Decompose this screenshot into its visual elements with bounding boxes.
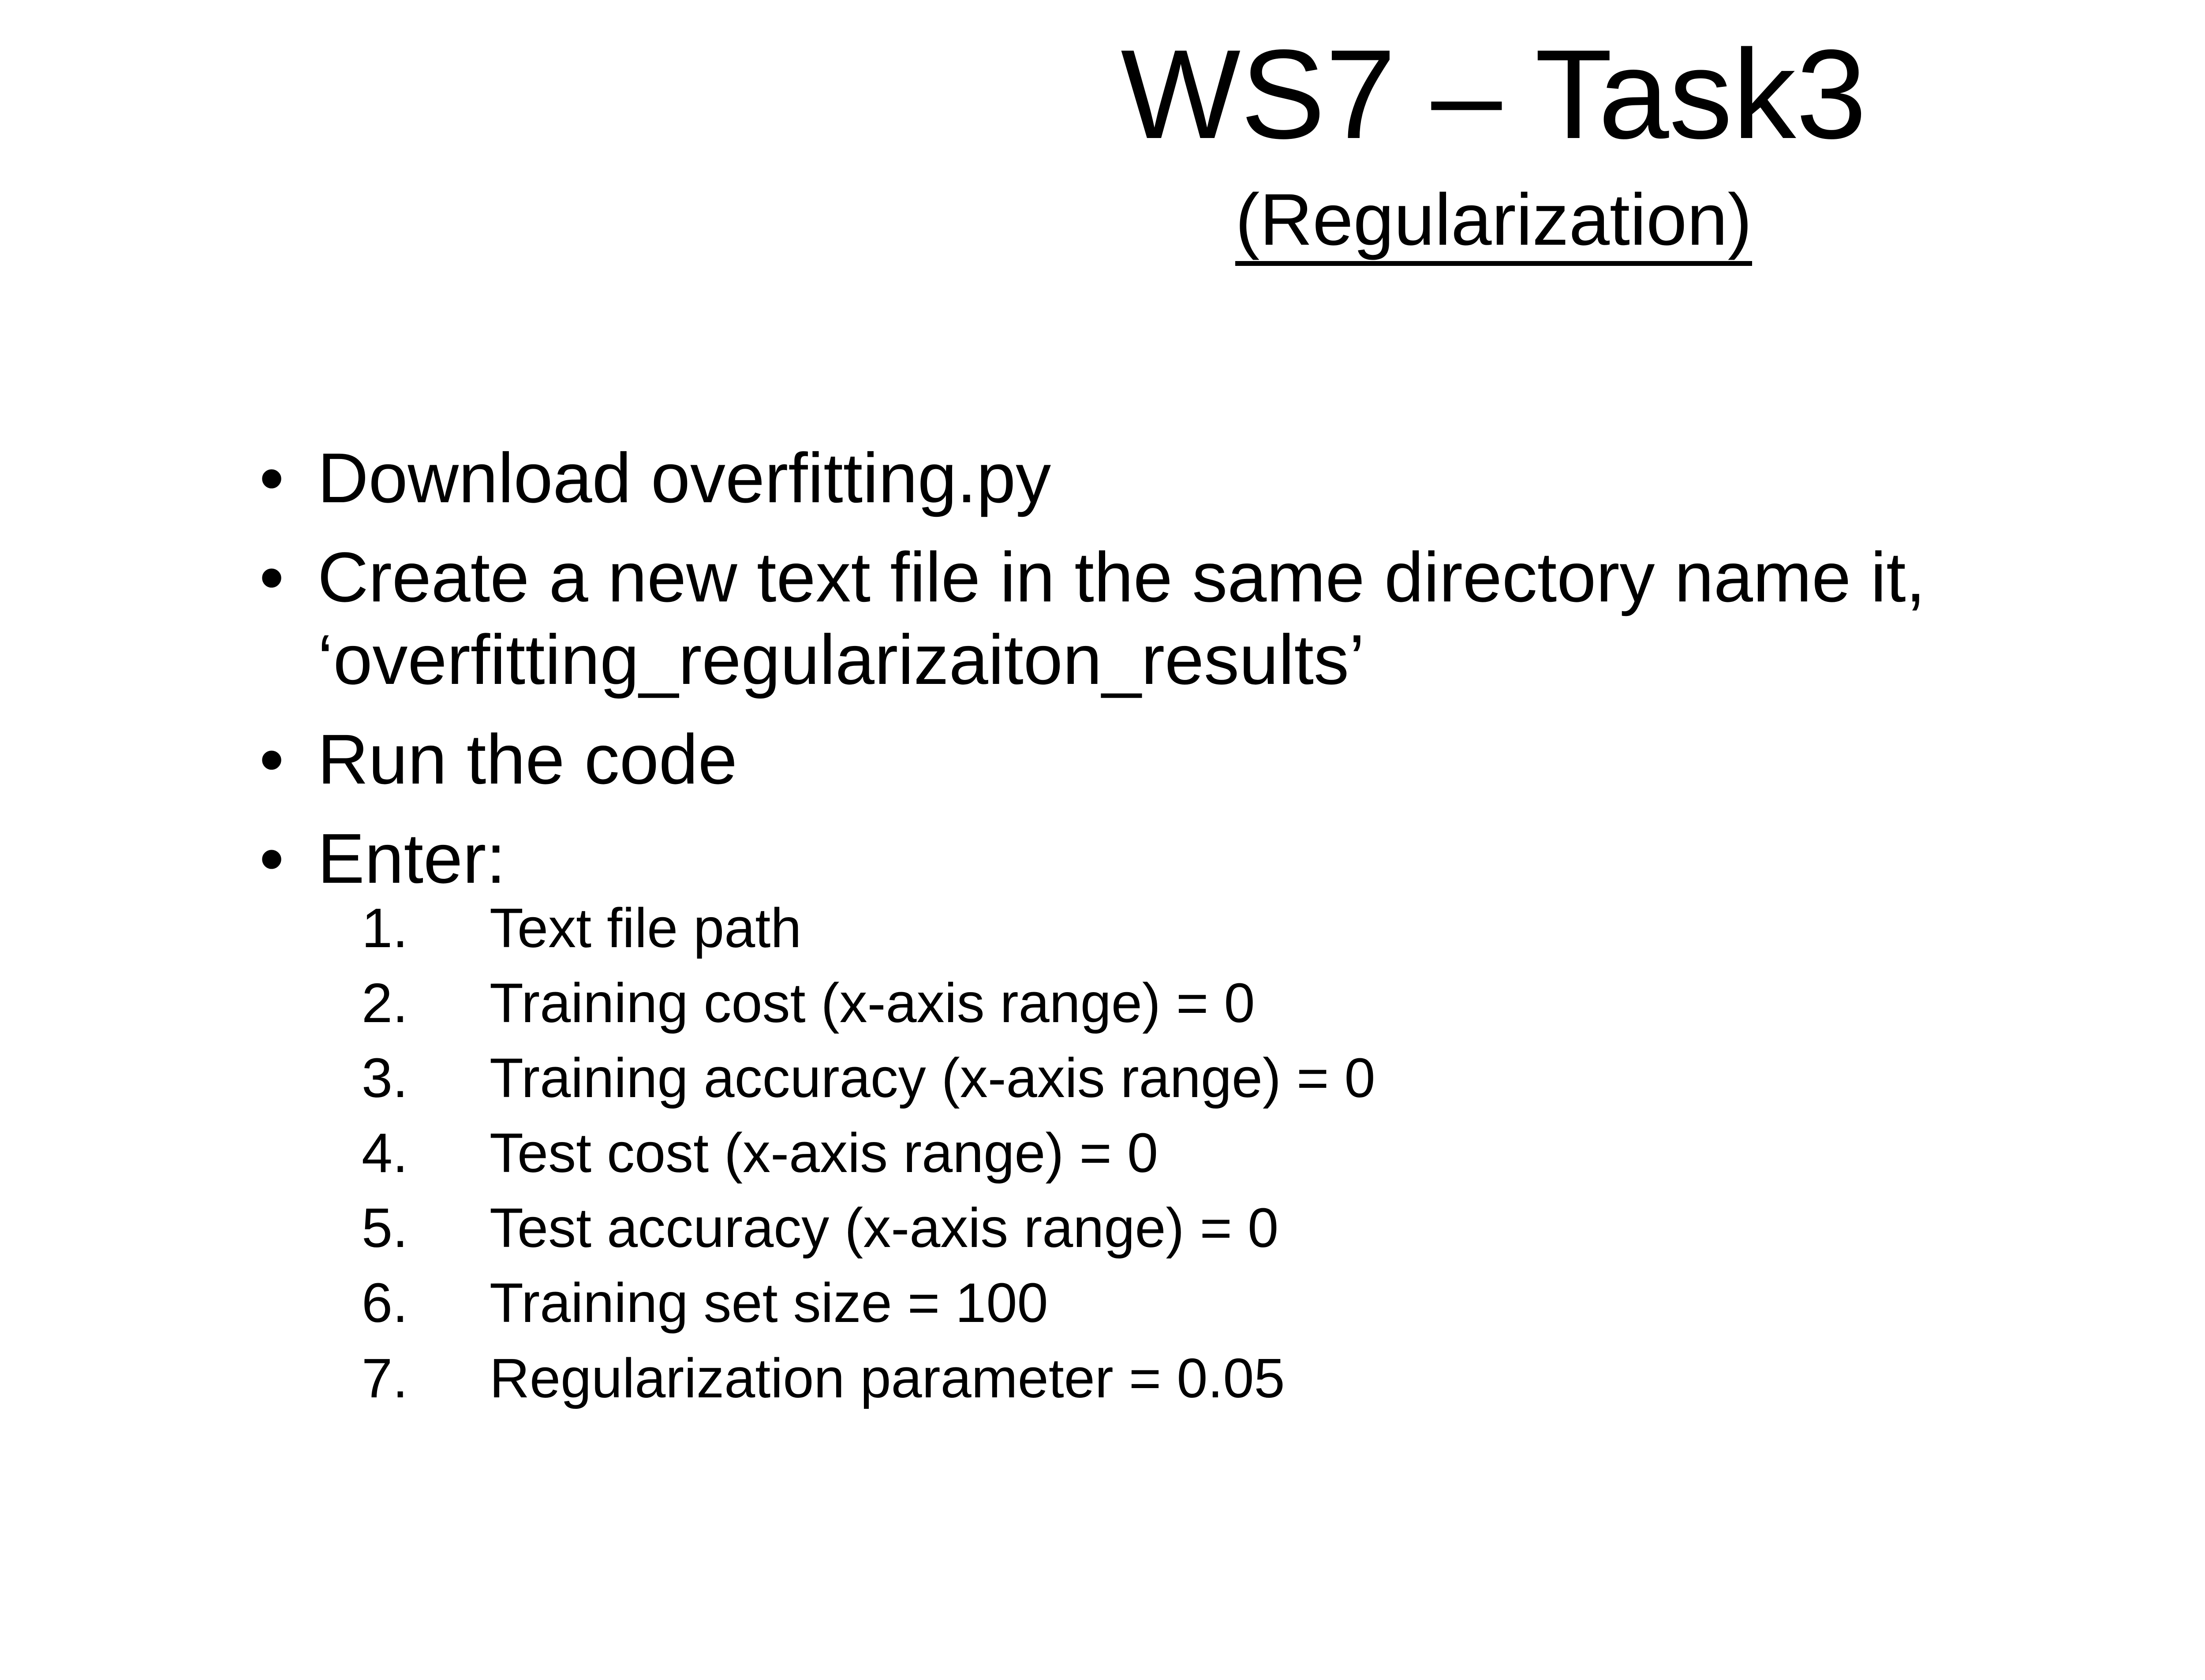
list-item: 2. Training cost (x-axis range) = 0 xyxy=(362,966,2205,1041)
list-item-text-regularization-parameter: Regularization parameter = 0.05 xyxy=(490,1347,1285,1409)
list-item-number: 3. xyxy=(362,1047,408,1109)
list-item-number: 2. xyxy=(362,972,408,1034)
bullet-text-enter: Enter: xyxy=(318,818,506,898)
list-item-text-text-file-path: Text file path xyxy=(490,897,802,959)
list-item: • Create a new text file in the same dir… xyxy=(247,536,2205,701)
bullet-dot-icon: • xyxy=(259,818,284,898)
list-item-number: 6. xyxy=(362,1272,408,1334)
list-item-number: 5. xyxy=(362,1197,408,1259)
bullet-text-create-file: Create a new text file in the same direc… xyxy=(318,538,1945,699)
list-item: 4. Test cost (x-axis range) = 0 xyxy=(362,1116,2205,1191)
list-item: • Download overfitting.py xyxy=(247,437,2205,519)
list-item: • Run the code xyxy=(247,718,2205,800)
list-item-text-training-cost: Training cost (x-axis range) = 0 xyxy=(490,972,1255,1034)
list-item-text-training-set-size: Training set size = 100 xyxy=(490,1272,1048,1334)
list-item-text-test-accuracy: Test accuracy (x-axis range) = 0 xyxy=(490,1197,1279,1259)
list-item: 3. Training accuracy (x-axis range) = 0 xyxy=(362,1041,2205,1116)
bullet-list: • Download overfitting.py • Create a new… xyxy=(247,437,2205,916)
list-item-number: 4. xyxy=(362,1122,408,1184)
bullet-dot-icon: • xyxy=(259,719,284,799)
list-item: 7. Regularization parameter = 0.05 xyxy=(362,1341,2205,1416)
list-item: 1. Text file path xyxy=(362,891,2205,966)
list-item-text-training-accuracy: Training accuracy (x-axis range) = 0 xyxy=(490,1047,1375,1109)
numbered-sub-list: 1. Text file path 2. Training cost (x-ax… xyxy=(362,891,2205,1416)
bullet-text-download: Download overfitting.py xyxy=(318,438,1051,517)
list-item: 5. Test accuracy (x-axis range) = 0 xyxy=(362,1191,2205,1266)
page-title: WS7 – Task3 xyxy=(1121,23,1867,165)
list-item-text-test-cost: Test cost (x-axis range) = 0 xyxy=(490,1122,1159,1184)
bullet-dot-icon: • xyxy=(259,438,284,517)
bullet-text-run-code: Run the code xyxy=(318,719,737,799)
list-item-number: 7. xyxy=(362,1347,408,1409)
slide-title-block: WS7 – Task3 (Regularization) xyxy=(0,0,2205,266)
list-item: • Enter: xyxy=(247,817,2205,900)
list-item-number: 1. xyxy=(362,897,408,959)
slide-subtitle-container: (Regularization) xyxy=(0,158,2205,266)
slide-subtitle: (Regularization) xyxy=(1235,183,1752,266)
list-item: 6. Training set size = 100 xyxy=(362,1266,2205,1340)
bullet-dot-icon: • xyxy=(259,538,284,617)
